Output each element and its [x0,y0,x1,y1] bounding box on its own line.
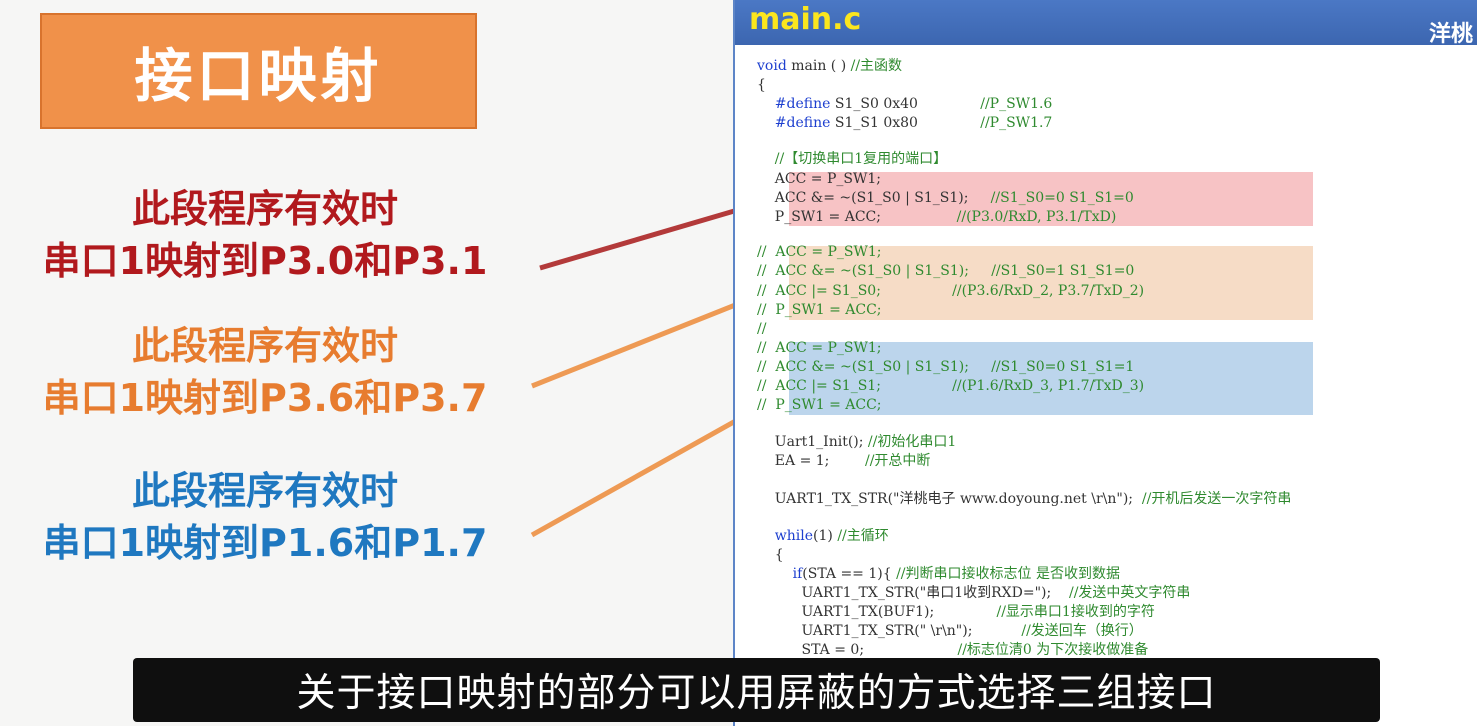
code-line: // [757,321,766,338]
code-line: UART1_TX_STR("串口1收到RXD="); //发送中英文字符串 [757,585,1191,602]
code-keyword: if [757,566,803,582]
code-line: ACC = P_SW1; [757,171,881,188]
code-keyword: #define [757,96,831,112]
slide-title: 接口映射 [134,42,383,110]
code-text: UART1_TX_STR("洋桃电子 www.doyoung.net \r\n"… [757,491,1133,507]
code-line: UART1_TX_STR("洋桃电子 www.doyoung.net \r\n"… [757,491,1292,508]
code-panel: main.c 洋桃 void main ( ) //主函数 { #define S… [733,0,1477,726]
code-comment: // ACC |= S1_S1; //(P1.6/RxD_3, P1.7/TxD… [757,378,1145,394]
brand-label: 洋桃 [1428,22,1473,47]
code-line: // P_SW1 = ACC; [757,397,882,414]
code-line: // ACC &= ~(S1_S0 | S1_S1); //S1_S0=0 S1… [757,359,1134,376]
code-filename: main.c [749,2,862,37]
code-comment: // ACC = P_SW1; [757,340,882,356]
description-line: 此段程序有效时 [131,324,398,368]
code-text: Uart1_Init(); [757,434,864,450]
code-line: if(STA == 1){ //判断串口接收标志位 是否收到数据 [757,566,1120,583]
code-comment: //主循环 [832,528,889,544]
code-line: #define S1_S1 0x80 //P_SW1.7 [757,115,1053,132]
code-comment: // P_SW1 = ACC; [757,397,882,413]
code-comment: //主函数 [846,58,903,74]
code-line: // ACC &= ~(S1_S0 | S1_S1); //S1_S0=1 S1… [757,263,1134,280]
code-comment: //【切换串口1复用的端口】 [757,151,948,167]
code-line: UART1_TX(BUF1); //显示串口1接收到的字符 [757,604,1155,621]
code-line: P_SW1 = ACC; //(P3.0/RxD, P3.1/TxD) [757,209,1117,226]
description-line: 串口1映射到P3.0和P3.1 [42,239,488,283]
code-line: //【切换串口1复用的端口】 [757,151,947,168]
code-line: // ACC |= S1_S0; //(P3.6/RxD_2, P3.7/TxD… [757,283,1144,300]
arrow-to-orange-block [531,287,775,389]
code-text: ACC = P_SW1; [757,171,881,187]
code-comment: // [757,321,767,337]
code-text: P_SW1 = ACC; [757,209,881,225]
description-line: 此段程序有效时 [131,469,398,513]
code-comment: //P_SW1.6 [917,96,1053,112]
highlight-block-red [789,172,1313,226]
code-line: { [757,547,784,564]
code-text: { [757,547,784,563]
code-comment: //显示串口1接收到的字符 [934,604,1155,620]
code-text: UART1_TX_STR(" \r\n"); [757,623,973,639]
subtitle-text: 关于接口映射的部分可以用屏蔽的方式选择三组接口 [296,671,1217,716]
code-line: UART1_TX_STR(" \r\n"); //发送回车（换行） [757,623,1143,640]
description-p30-p31: 此段程序有效时 串口1映射到P3.0和P3.1 [0,183,530,287]
code-comment: //(P3.0/RxD, P3.1/TxD) [881,209,1117,225]
code-comment: // P_SW1 = ACC; [757,302,882,318]
code-text: (1) [813,528,833,544]
code-comment: //S1_S0=0 S1_S1=0 [968,190,1134,206]
code-text: { [757,77,766,93]
code-text: UART1_TX(BUF1); [757,604,935,620]
description-p16-p17: 此段程序有效时 串口1映射到P1.6和P1.7 [0,465,530,569]
code-line: while(1) //主循环 [757,528,889,545]
code-text: S1_S1 0x80 [830,115,918,131]
code-text: ACC &= ~(S1_S0 | S1_S1); [757,190,969,206]
code-line: // ACC = P_SW1; [757,340,882,357]
code-text: main ( ) [786,58,847,74]
highlight-block-blue [789,342,1313,415]
code-keyword: #define [757,115,831,131]
code-comment: // ACC &= ~(S1_S0 | S1_S1); //S1_S0=0 S1… [757,359,1135,375]
video-subtitle: 关于接口映射的部分可以用屏蔽的方式选择三组接口 [133,658,1380,722]
code-text: UART1_TX_STR("串口1收到RXD="); [757,585,1052,601]
code-comment: //发送回车（换行） [972,623,1143,639]
code-line: ACC &= ~(S1_S0 | S1_S1); //S1_S0=0 S1_S1… [757,190,1134,207]
highlight-block-orange [789,246,1313,320]
code-panel-header: main.c 洋桃 [735,0,1477,47]
code-line: // P_SW1 = ACC; [757,302,882,319]
slide-title-box: 接口映射 [40,13,477,129]
code-line: #define S1_S0 0x40 //P_SW1.6 [757,96,1053,113]
code-line: // ACC = P_SW1; [757,244,882,261]
code-comment: //发送中英文字符串 [1051,585,1191,601]
code-comment: //判断串口接收标志位 是否收到数据 [891,566,1120,582]
code-line: STA = 0; //标志位清0 为下次接收做准备 [757,642,1149,659]
description-line: 此段程序有效时 [131,187,398,231]
code-comment: //P_SW1.7 [917,115,1053,131]
code-comment: //标志位清0 为下次接收做准备 [864,642,1149,658]
code-text: EA = 1; [757,453,830,469]
code-comment: //初始化串口1 [863,434,957,450]
code-comment: // ACC |= S1_S0; //(P3.6/RxD_2, P3.7/TxD… [757,283,1145,299]
description-line: 串口1映射到P1.6和P1.7 [42,521,488,565]
code-comment: // ACC &= ~(S1_S0 | S1_S1); //S1_S0=1 S1… [757,263,1135,279]
code-text: S1_S0 0x40 [830,96,918,112]
code-line: EA = 1; //开总中断 [757,453,931,470]
code-text: STA = 0; [757,642,865,658]
code-line: void main ( ) //主函数 [757,58,902,75]
description-line: 串口1映射到P3.6和P3.7 [42,376,488,420]
code-comment: //开总中断 [829,453,931,469]
code-line: // ACC |= S1_S1; //(P1.6/RxD_3, P1.7/TxD… [757,378,1144,395]
code-comment: // ACC = P_SW1; [757,244,882,260]
code-text: (STA == 1){ [802,566,892,582]
code-line: Uart1_Init(); //初始化串口1 [757,434,956,451]
code-comment: //开机后发送一次字符串 [1133,491,1292,507]
code-keyword: void [757,58,787,74]
arrow-to-blue-block [530,397,775,538]
code-line: { [757,77,766,94]
code-keyword: while [757,528,814,544]
description-p36-p37: 此段程序有效时 串口1映射到P3.6和P3.7 [0,320,530,424]
